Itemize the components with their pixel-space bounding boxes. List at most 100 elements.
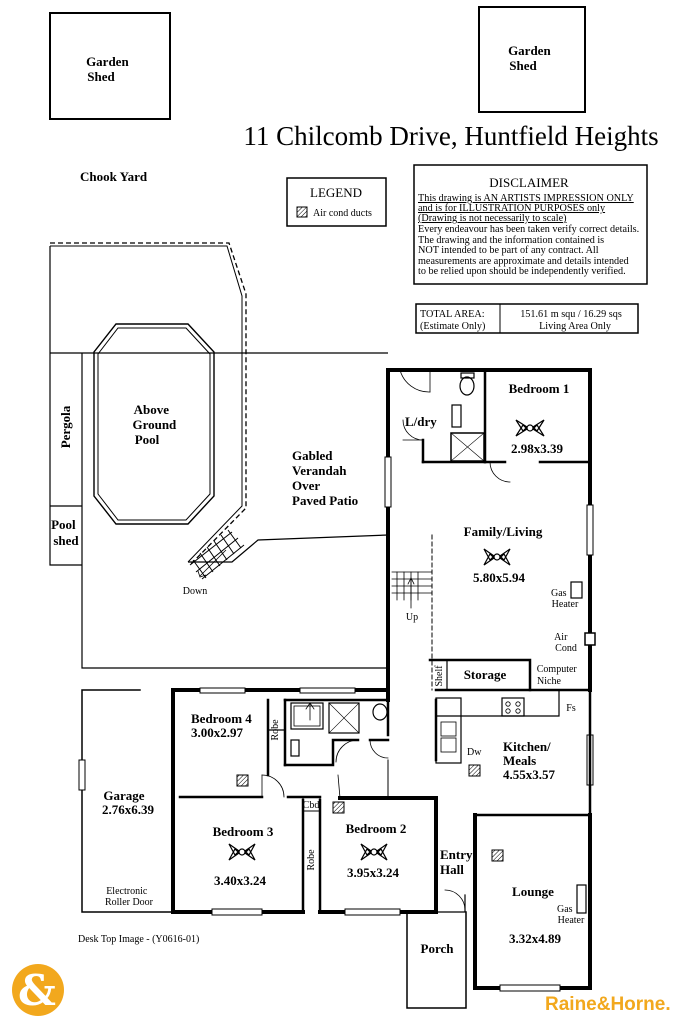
svg-text:Kitchen/ Meals: Kitchen/ Meals — [503, 739, 554, 768]
legend-item-label: Air cond ducts — [313, 208, 372, 219]
svg-text:Computer Niche: Computer Niche — [537, 664, 580, 687]
cupboard-label: Cbd — [303, 800, 320, 811]
bedroom-2-size: 3.95x3.24 — [347, 865, 400, 880]
legend: LEGEND Air cond ducts — [286, 177, 387, 227]
disclaimer-line-4: Every endeavour has been taken verify co… — [418, 224, 639, 235]
svg-text:Gas Heater: Gas Heater — [557, 904, 585, 926]
total-area-box: TOTAL AREA: (Estimate Only) 151.61 m squ… — [415, 303, 639, 334]
disclaimer-line-1: This drawing is AN ARTISTS IMPRESSION ON… — [418, 193, 634, 204]
ceiling-fan-icon — [228, 843, 256, 861]
garden-shed-1-label: Garden — [86, 54, 129, 69]
garden-shed-2-label-2: Shed — [509, 58, 537, 73]
entry-hall-label-2: Hall — [440, 862, 464, 877]
verandah-label-4: Paved Patio — [292, 493, 358, 508]
verandah-label-2: Verandah — [292, 463, 347, 478]
duct-icon — [296, 206, 308, 218]
brand-name: Raine&Horne. — [545, 994, 671, 1015]
shelf-label: Shelf — [434, 665, 445, 687]
total-area-value: 151.61 m squ / 16.29 sqs — [520, 309, 622, 320]
disclaimer: DISCLAIMER This drawing is AN ARTISTS IM… — [413, 164, 648, 285]
pool-shed-label-2: shed — [53, 533, 79, 548]
svg-text:Pool shed: Pool shed — [51, 517, 79, 548]
robe-label: Robe — [270, 719, 281, 741]
kitchen-meals-size: 4.55x3.57 — [503, 767, 556, 782]
bedroom-3-size: 3.40x3.24 — [214, 873, 267, 888]
svg-text:Electronic Roller Door: Electronic Roller Door — [105, 886, 154, 908]
svg-text:Gas Heater: Gas Heater — [551, 588, 579, 610]
gas-heater-label-2: Heater — [552, 599, 579, 610]
page-title: 11 Chilcomb Drive, Huntfield Heights — [243, 121, 658, 151]
pool-shed-label: Pool — [51, 517, 76, 532]
storage-label: Storage — [464, 667, 507, 682]
garden-shed-1 — [49, 12, 171, 120]
disclaimer-line-6: NOT intended to be part of any contract.… — [418, 245, 599, 256]
verandah-label-3: Over — [292, 478, 320, 493]
garden-shed-2 — [478, 6, 586, 113]
computer-niche-label-2: Niche — [537, 676, 561, 687]
total-area-note: (Estimate Only) — [420, 321, 485, 332]
ceiling-fan-icon — [360, 843, 388, 861]
svg-text:Gabled Verandah Over: Gabled Verandah Over Paved Patio — [292, 448, 358, 508]
svg-text:&: & — [18, 966, 56, 1015]
svg-text:Entry Hall: Entry Hall — [440, 847, 476, 877]
bedroom-1-size: 2.98x3.39 — [511, 441, 564, 456]
bedroom-3-label: Bedroom 3 — [213, 824, 274, 839]
outdoor-area — [49, 242, 389, 669]
legend-heading: LEGEND — [310, 185, 362, 200]
air-cond-label: Air — [554, 632, 568, 643]
kitchen-meals-label: Kitchen/ — [503, 739, 551, 754]
svg-text:Garden Shed: Garden Shed — [508, 43, 554, 73]
bedroom-4-label: Bedroom 4 — [191, 711, 252, 726]
pool-label-2: Ground — [132, 417, 177, 432]
pergola-label: Pergola — [58, 405, 73, 448]
family-living-size: 5.80x5.94 — [473, 570, 526, 585]
disclaimer-line-5: The drawing and the information containe… — [418, 235, 604, 246]
svg-text:Air Cond: Air Cond — [554, 632, 577, 654]
ceiling-fan-icon — [515, 419, 545, 437]
kitchen-meals-label-2: Meals — [503, 753, 536, 768]
gas-heater-label: Gas — [551, 588, 567, 599]
garden-shed-2-label: Garden — [508, 43, 551, 58]
total-area-scope: Living Area Only — [539, 321, 612, 332]
air-cond-label-2: Cond — [555, 643, 577, 654]
roller-door-label-2: Roller Door — [105, 897, 154, 908]
porch-label: Porch — [421, 941, 455, 956]
pool-label-3: Pool — [135, 432, 160, 447]
disclaimer-line-7: measurements are approximate and details… — [418, 256, 629, 267]
verandah-label: Gabled — [292, 448, 333, 463]
gas-heater-label-lounge-2: Heater — [558, 915, 585, 926]
stairs-down-label: Down — [183, 586, 207, 597]
disclaimer-line-2: and is for ILLUSTRATION PURPOSES only — [418, 203, 606, 214]
svg-text:Above Ground Pool: Above Ground Pool — [132, 402, 179, 447]
robe-label-2: Robe — [306, 849, 317, 871]
dishwasher-label: Dw — [467, 747, 482, 758]
disclaimer-line-8: to be relied upon should be independentl… — [418, 266, 626, 277]
garage-size: 2.76x6.39 — [102, 802, 155, 817]
chook-yard-label: Chook Yard — [80, 169, 148, 184]
image-reference: Desk Top Image - (Y0616-01) — [78, 934, 199, 945]
fridge-space-label: Fs — [566, 703, 576, 714]
pool-label: Above — [134, 402, 170, 417]
roller-door-label: Electronic — [106, 886, 148, 897]
gas-heater-label-lounge: Gas — [557, 904, 573, 915]
lounge-size: 3.32x4.89 — [509, 931, 562, 946]
family-living-label: Family/Living — [464, 524, 543, 539]
brand-logo-icon: & — [12, 964, 64, 1016]
entry-hall-label: Entry — [440, 847, 473, 862]
disclaimer-heading: DISCLAIMER — [489, 175, 569, 190]
bedroom-4-size: 3.00x2.97 — [191, 725, 244, 740]
garden-shed-1-label-2: Shed — [87, 69, 115, 84]
bedroom-1-label: Bedroom 1 — [509, 381, 570, 396]
total-area-label: TOTAL AREA: — [420, 309, 485, 320]
garage-label: Garage — [103, 788, 144, 803]
stairs-up-label: Up — [406, 612, 418, 623]
computer-niche-label: Computer — [537, 664, 578, 675]
disclaimer-line-3: (Drawing is not necessarily to scale) — [418, 213, 567, 224]
house-walls — [78, 368, 596, 1009]
laundry-label: L/dry — [405, 414, 437, 429]
ceiling-fan-icon — [483, 548, 511, 566]
lounge-label: Lounge — [512, 884, 554, 899]
svg-text:Garden Shed: Garden Shed — [86, 54, 132, 84]
bedroom-2-label: Bedroom 2 — [346, 821, 407, 836]
